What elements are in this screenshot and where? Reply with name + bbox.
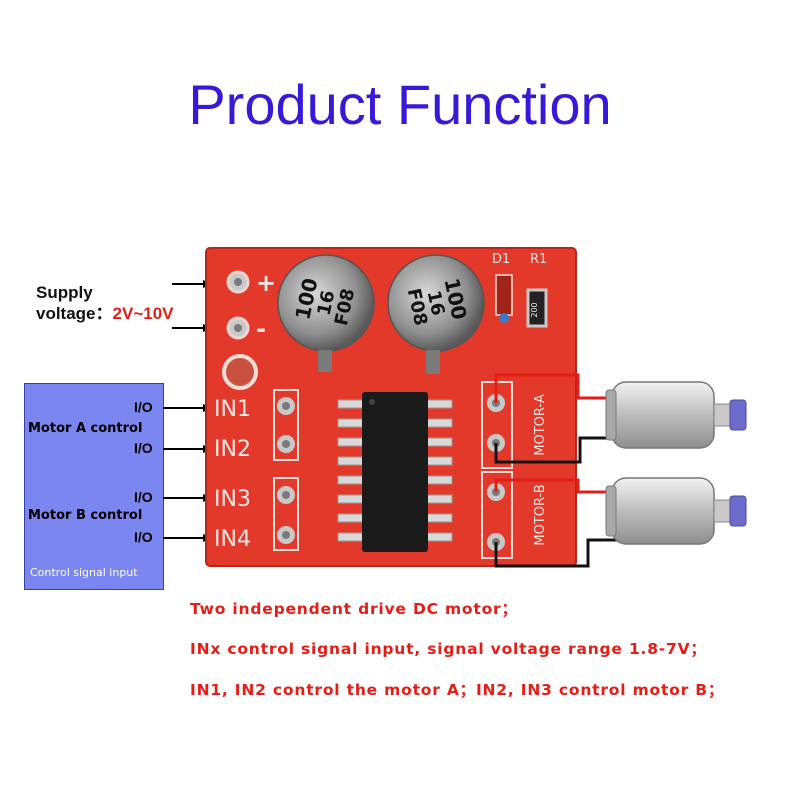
svg-text:16: 16 <box>423 289 449 318</box>
in1-silkscreen: IN1 <box>214 397 251 422</box>
description-line-1: Two independent drive DC motor； <box>190 600 518 618</box>
motor-b-control-label: Motor B control <box>28 508 143 523</box>
io-label-in2: I/O <box>134 440 153 456</box>
supply-voltage-range: 2V~10V <box>112 304 174 323</box>
control-signal-input-label: Control signal input <box>30 566 138 579</box>
description-line-2: INx control signal input, signal voltage… <box>190 640 707 658</box>
resistor-r1 <box>526 288 548 328</box>
diode-d1 <box>495 274 513 316</box>
page-title: Product Function <box>188 73 612 136</box>
io-label-in1: I/O <box>134 399 153 415</box>
motor-b <box>605 477 747 545</box>
in3-silkscreen: IN3 <box>214 487 251 512</box>
supply-line-2: voltage：2V~10V <box>36 303 174 324</box>
io-label-in4: I/O <box>134 529 153 545</box>
motor-a-black-wire <box>494 436 620 464</box>
capacitor-right: 100 16 F08 <box>387 254 485 374</box>
motor-a-silkscreen: MOTOR-A <box>533 394 548 456</box>
io-label-in3: I/O <box>134 489 153 505</box>
supply-voltage-label: Supply voltage：2V~10V <box>36 282 174 324</box>
in4-silkscreen: IN4 <box>214 527 251 552</box>
r1-label: R1 <box>530 252 547 267</box>
motor-a <box>605 381 747 449</box>
supply-voltage-prefix: voltage： <box>36 304 113 323</box>
svg-text:16: 16 <box>314 289 340 318</box>
description-line-3: IN1, IN2 control the motor A；IN2, IN3 co… <box>190 681 725 699</box>
motor-a-red-wire <box>494 373 620 403</box>
capacitor-left: 100 16 F08 <box>277 254 375 372</box>
minus-silkscreen: - <box>256 315 266 343</box>
resistor-code: 200 <box>530 302 539 317</box>
plus-silkscreen: + <box>256 269 276 297</box>
control-signal-panel <box>24 383 164 590</box>
motor-b-silkscreen: MOTOR-B <box>533 484 548 545</box>
supply-line-1: Supply <box>36 283 93 302</box>
d1-label: D1 <box>492 252 510 267</box>
driver-ic <box>337 392 453 552</box>
motor-a-control-label: Motor A control <box>28 421 143 436</box>
mounting-hole <box>222 354 258 390</box>
motor-b-red-wire <box>494 478 620 494</box>
input-pads <box>273 389 299 551</box>
in2-silkscreen: IN2 <box>214 437 251 462</box>
motor-b-black-wire <box>494 538 620 568</box>
